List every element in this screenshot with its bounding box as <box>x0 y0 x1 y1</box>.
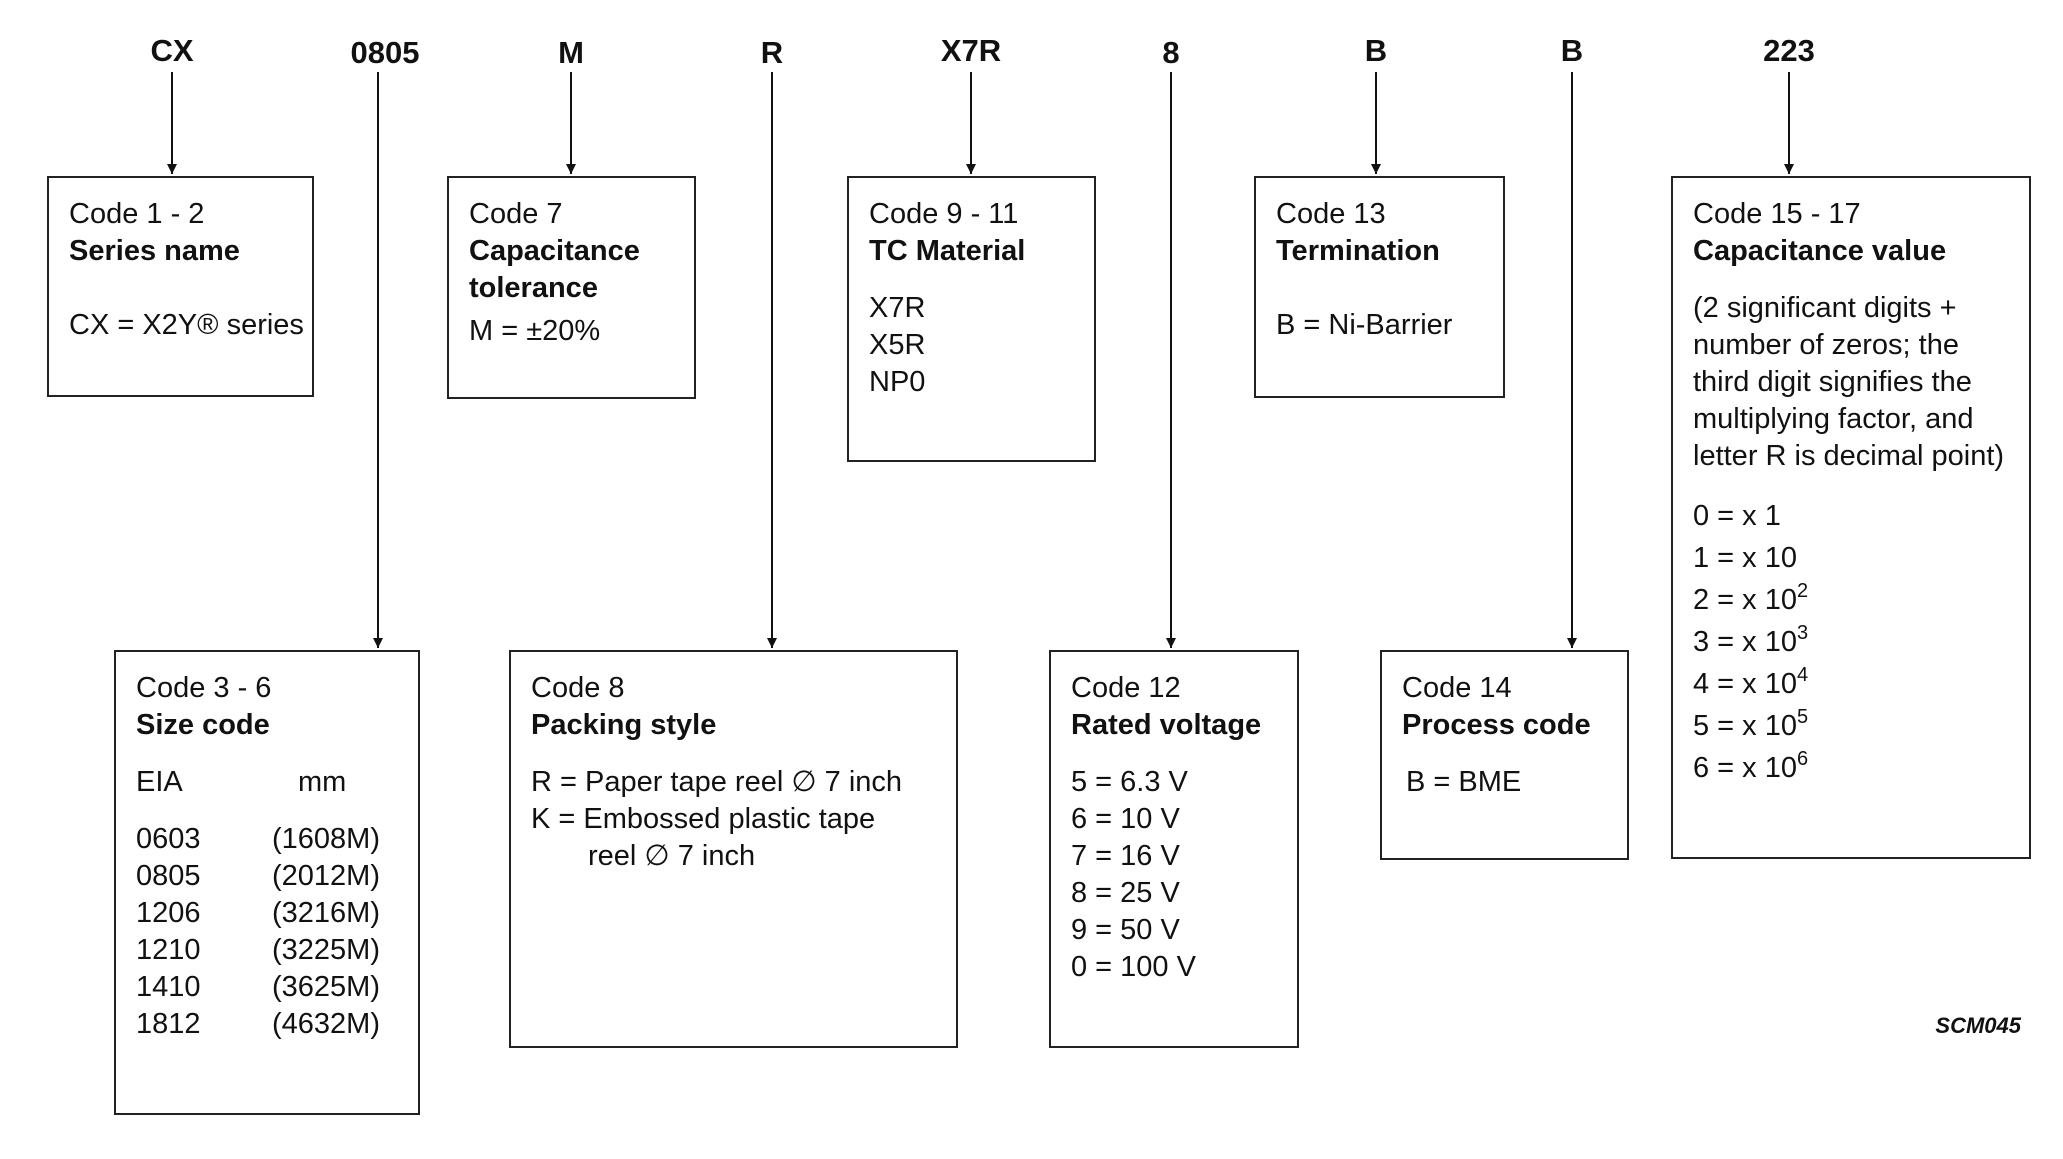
packing-option: R = Paper tape reel ∅ 7 inch <box>531 766 903 798</box>
series-title: Series name <box>69 235 240 267</box>
size-code-header: EIA mm <box>136 766 347 798</box>
voltage-item: 8 = 25 V <box>1071 877 1180 909</box>
cap-value-description: multiplying factor, and <box>1693 403 1974 435</box>
series-code: Code 1 - 2 <box>69 198 205 230</box>
cap-value-description: third digit signifies the <box>1693 366 1972 398</box>
voltage-item: 9 = 50 V <box>1071 914 1180 946</box>
cap-value-title: Capacitance value <box>1693 235 1947 267</box>
cap-value-code: Code 15 - 17 <box>1693 198 1861 230</box>
multiplier-row: 3 = x 103 <box>1693 622 1809 658</box>
box-tc-material: Code 9 - 11 TC Material X7R X5R NP0 <box>847 176 1096 462</box>
tc-material-title: TC Material <box>869 235 1026 267</box>
code-letter-cap-value: 223 <box>1763 33 1815 68</box>
process-code: Code 14 <box>1402 672 1512 704</box>
code-letter-tc-material: X7R <box>940 33 1002 68</box>
voltage-title: Rated voltage <box>1071 709 1262 741</box>
code-letter-voltage: 8 <box>1162 35 1180 70</box>
voltage-item: 5 = 6.3 V <box>1071 766 1188 798</box>
cap-value-description: (2 significant digits + <box>1693 292 1957 324</box>
size-code-row: 1410(3625M) <box>136 971 380 1003</box>
size-code-row: 1812(4632M) <box>136 1008 380 1040</box>
tc-material-code: Code 9 - 11 <box>869 198 1019 230</box>
tolerance-title-line1: Capacitance <box>469 235 640 267</box>
code-letter-tolerance: M <box>558 35 584 70</box>
size-code-row: 1210(3225M) <box>136 934 380 966</box>
cap-value-description: number of zeros; the <box>1693 329 1959 361</box>
tolerance-code: Code 7 <box>469 198 563 230</box>
size-code-row: 0603(1608M) <box>136 823 380 855</box>
termination-code: Code 13 <box>1276 198 1386 230</box>
tc-material-item: NP0 <box>869 366 926 398</box>
size-code-title: Size code <box>136 709 270 741</box>
packing-title: Packing style <box>531 709 717 741</box>
series-value: CX = X2Y® series <box>69 309 304 341</box>
multiplier-row: 1 = x 10 <box>1693 542 1797 574</box>
box-termination: Code 13 Termination B = Ni-Barrier <box>1254 176 1505 398</box>
box-process-code: Code 14 Process code B = BME <box>1380 650 1629 860</box>
multiplier-row: 2 = x 102 <box>1693 580 1809 616</box>
size-code-row: 0805(2012M) <box>136 860 380 892</box>
figure-id: SCM045 <box>1935 1013 2021 1038</box>
multiplier-row: 0 = x 1 <box>1693 500 1781 532</box>
voltage-code: Code 12 <box>1071 672 1181 704</box>
box-packing-style: Code 8 Packing style R = Paper tape reel… <box>509 650 958 1048</box>
packing-option-continued: reel ∅ 7 inch <box>588 840 756 872</box>
tc-material-item: X5R <box>869 329 926 361</box>
termination-title: Termination <box>1276 235 1440 267</box>
code-letter-process: B <box>1560 33 1584 68</box>
packing-option: K = Embossed plastic tape <box>531 803 876 835</box>
packing-code: Code 8 <box>531 672 625 704</box>
size-code-code: Code 3 - 6 <box>136 672 272 704</box>
multiplier-row: 4 = x 104 <box>1693 664 1809 700</box>
tolerance-title-line2: tolerance <box>469 272 598 304</box>
box-capacitance-tolerance: Code 7 Capacitance tolerance M = ±20% <box>447 176 696 399</box>
multiplier-row: 6 = x 106 <box>1693 748 1809 784</box>
box-rated-voltage: Code 12 Rated voltage 5 = 6.3 V 6 = 10 V… <box>1049 650 1299 1048</box>
multiplier-row: 5 = x 105 <box>1693 706 1809 742</box>
termination-value: B = Ni-Barrier <box>1276 309 1453 341</box>
box-series-name: Code 1 - 2 Series name CX = X2Y® series <box>47 176 314 397</box>
voltage-item: 6 = 10 V <box>1071 803 1180 835</box>
cap-value-description: letter R is decimal point) <box>1693 440 2005 472</box>
process-title: Process code <box>1402 709 1591 741</box>
voltage-item: 0 = 100 V <box>1071 951 1196 983</box>
voltage-item: 7 = 16 V <box>1071 840 1180 872</box>
process-value: B = BME <box>1406 766 1522 798</box>
code-letter-series: CX <box>150 33 194 68</box>
size-code-row: 1206(3216M) <box>136 897 380 929</box>
box-capacitance-value: Code 15 - 17 Capacitance value (2 signif… <box>1671 176 2031 859</box>
tolerance-value: M = ±20% <box>469 315 601 347</box>
code-letter-size: 0805 <box>350 35 420 70</box>
tc-material-item: X7R <box>869 292 926 324</box>
code-letter-termination: B <box>1364 33 1388 68</box>
box-size-code: Code 3 - 6 Size code EIA mm 0603(1608M) … <box>114 650 420 1115</box>
code-letter-packing: R <box>760 35 784 70</box>
